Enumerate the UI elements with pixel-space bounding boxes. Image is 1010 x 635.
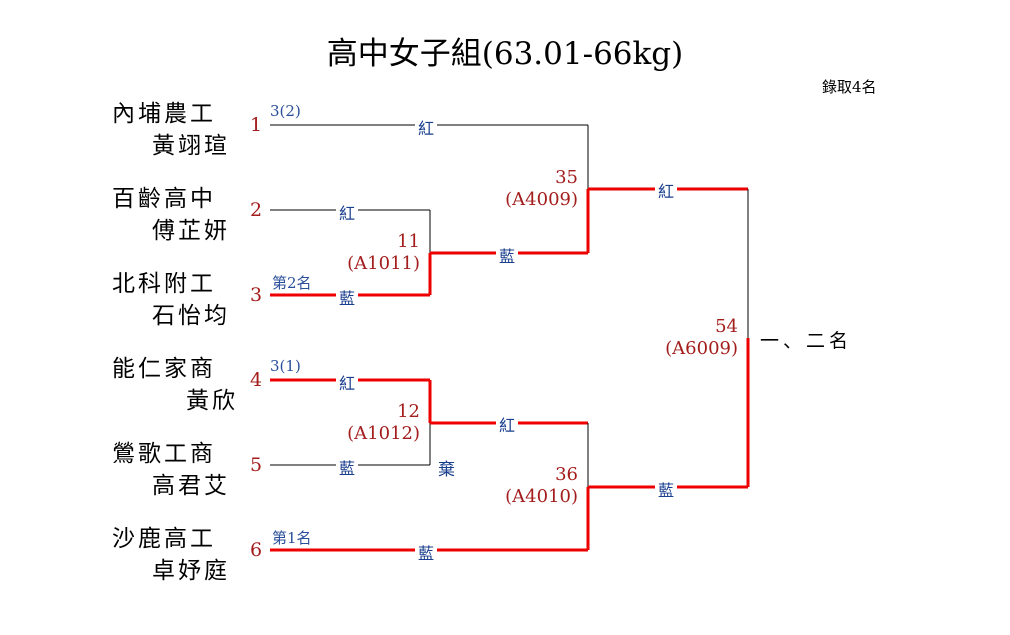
entrant-1-name: 黃翊瑄 — [152, 133, 230, 159]
forfeit-label: 棄 — [438, 460, 455, 480]
entrant-3-name: 石怡均 — [152, 303, 230, 329]
entrant-3-note: 第2名 — [272, 274, 312, 292]
page-title: 高中女子組(63.01-66kg) — [326, 36, 684, 72]
corner-label-m54-top: 紅 — [655, 178, 678, 202]
match-35-number: 35 — [555, 167, 578, 188]
entrant-4-note: 3(1) — [270, 357, 301, 375]
match-35-code: (A4009) — [505, 189, 578, 210]
entrant-6-name: 卓妤庭 — [152, 558, 230, 584]
match-12-number: 12 — [397, 401, 420, 422]
entrant-1-seed: 1 — [250, 114, 263, 136]
entrant-2-name: 傅芷妍 — [152, 218, 230, 244]
final-result-label: 一、二名 — [760, 330, 853, 352]
corner-label-m36-top: 紅 — [496, 412, 519, 436]
entrant-3-school: 北科附工 — [112, 271, 216, 297]
corner-label-m54-bottom: 藍 — [655, 477, 678, 501]
match-36-number: 36 — [555, 464, 578, 485]
entrant-2-seed: 2 — [250, 199, 263, 221]
corner-label-m11-bottom: 藍 — [336, 285, 359, 309]
corner-label-m12-bottom: 藍 — [336, 455, 359, 479]
entrant-3-seed: 3 — [250, 284, 263, 306]
entrant-4-seed: 4 — [250, 369, 263, 391]
corner-label-m35-bottom: 藍 — [496, 243, 519, 267]
match-12-label: 12 (A1012) — [330, 401, 420, 445]
match-54-label: 54 (A6009) — [648, 316, 738, 360]
entrant-6-seed: 6 — [250, 539, 263, 561]
match-54-number: 54 — [715, 316, 738, 337]
entrant-4-school: 能仁家商 — [112, 356, 216, 382]
quota-label: 錄取4名 — [822, 78, 877, 96]
corner-label-seed1: 紅 — [415, 115, 438, 139]
match-35-label: 35 (A4009) — [488, 167, 578, 211]
entrant-2-school: 百齡高中 — [112, 186, 216, 212]
match-11-number: 11 — [397, 231, 420, 252]
match-12-code: (A1012) — [347, 423, 420, 444]
corner-label-m12-top: 紅 — [336, 370, 359, 394]
entrant-5-school: 鶯歌工商 — [112, 441, 216, 467]
match-11-code: (A1011) — [347, 253, 420, 274]
corner-label-m11-top: 紅 — [336, 200, 359, 224]
entrant-4-name: 黃欣 — [186, 388, 238, 414]
entrant-6-note: 第1名 — [272, 529, 312, 547]
match-54-code: (A6009) — [665, 338, 738, 359]
match-36-label: 36 (A4010) — [488, 464, 578, 508]
corner-label-seed6: 藍 — [415, 540, 438, 564]
entrant-6-school: 沙鹿高工 — [112, 526, 216, 552]
entrant-5-seed: 5 — [250, 454, 263, 476]
entrant-1-school: 內埔農工 — [112, 101, 216, 127]
entrant-1-note: 3(2) — [270, 102, 301, 120]
entrant-5-name: 高君艾 — [152, 473, 230, 499]
match-11-label: 11 (A1011) — [330, 231, 420, 275]
match-36-code: (A4010) — [505, 486, 578, 507]
